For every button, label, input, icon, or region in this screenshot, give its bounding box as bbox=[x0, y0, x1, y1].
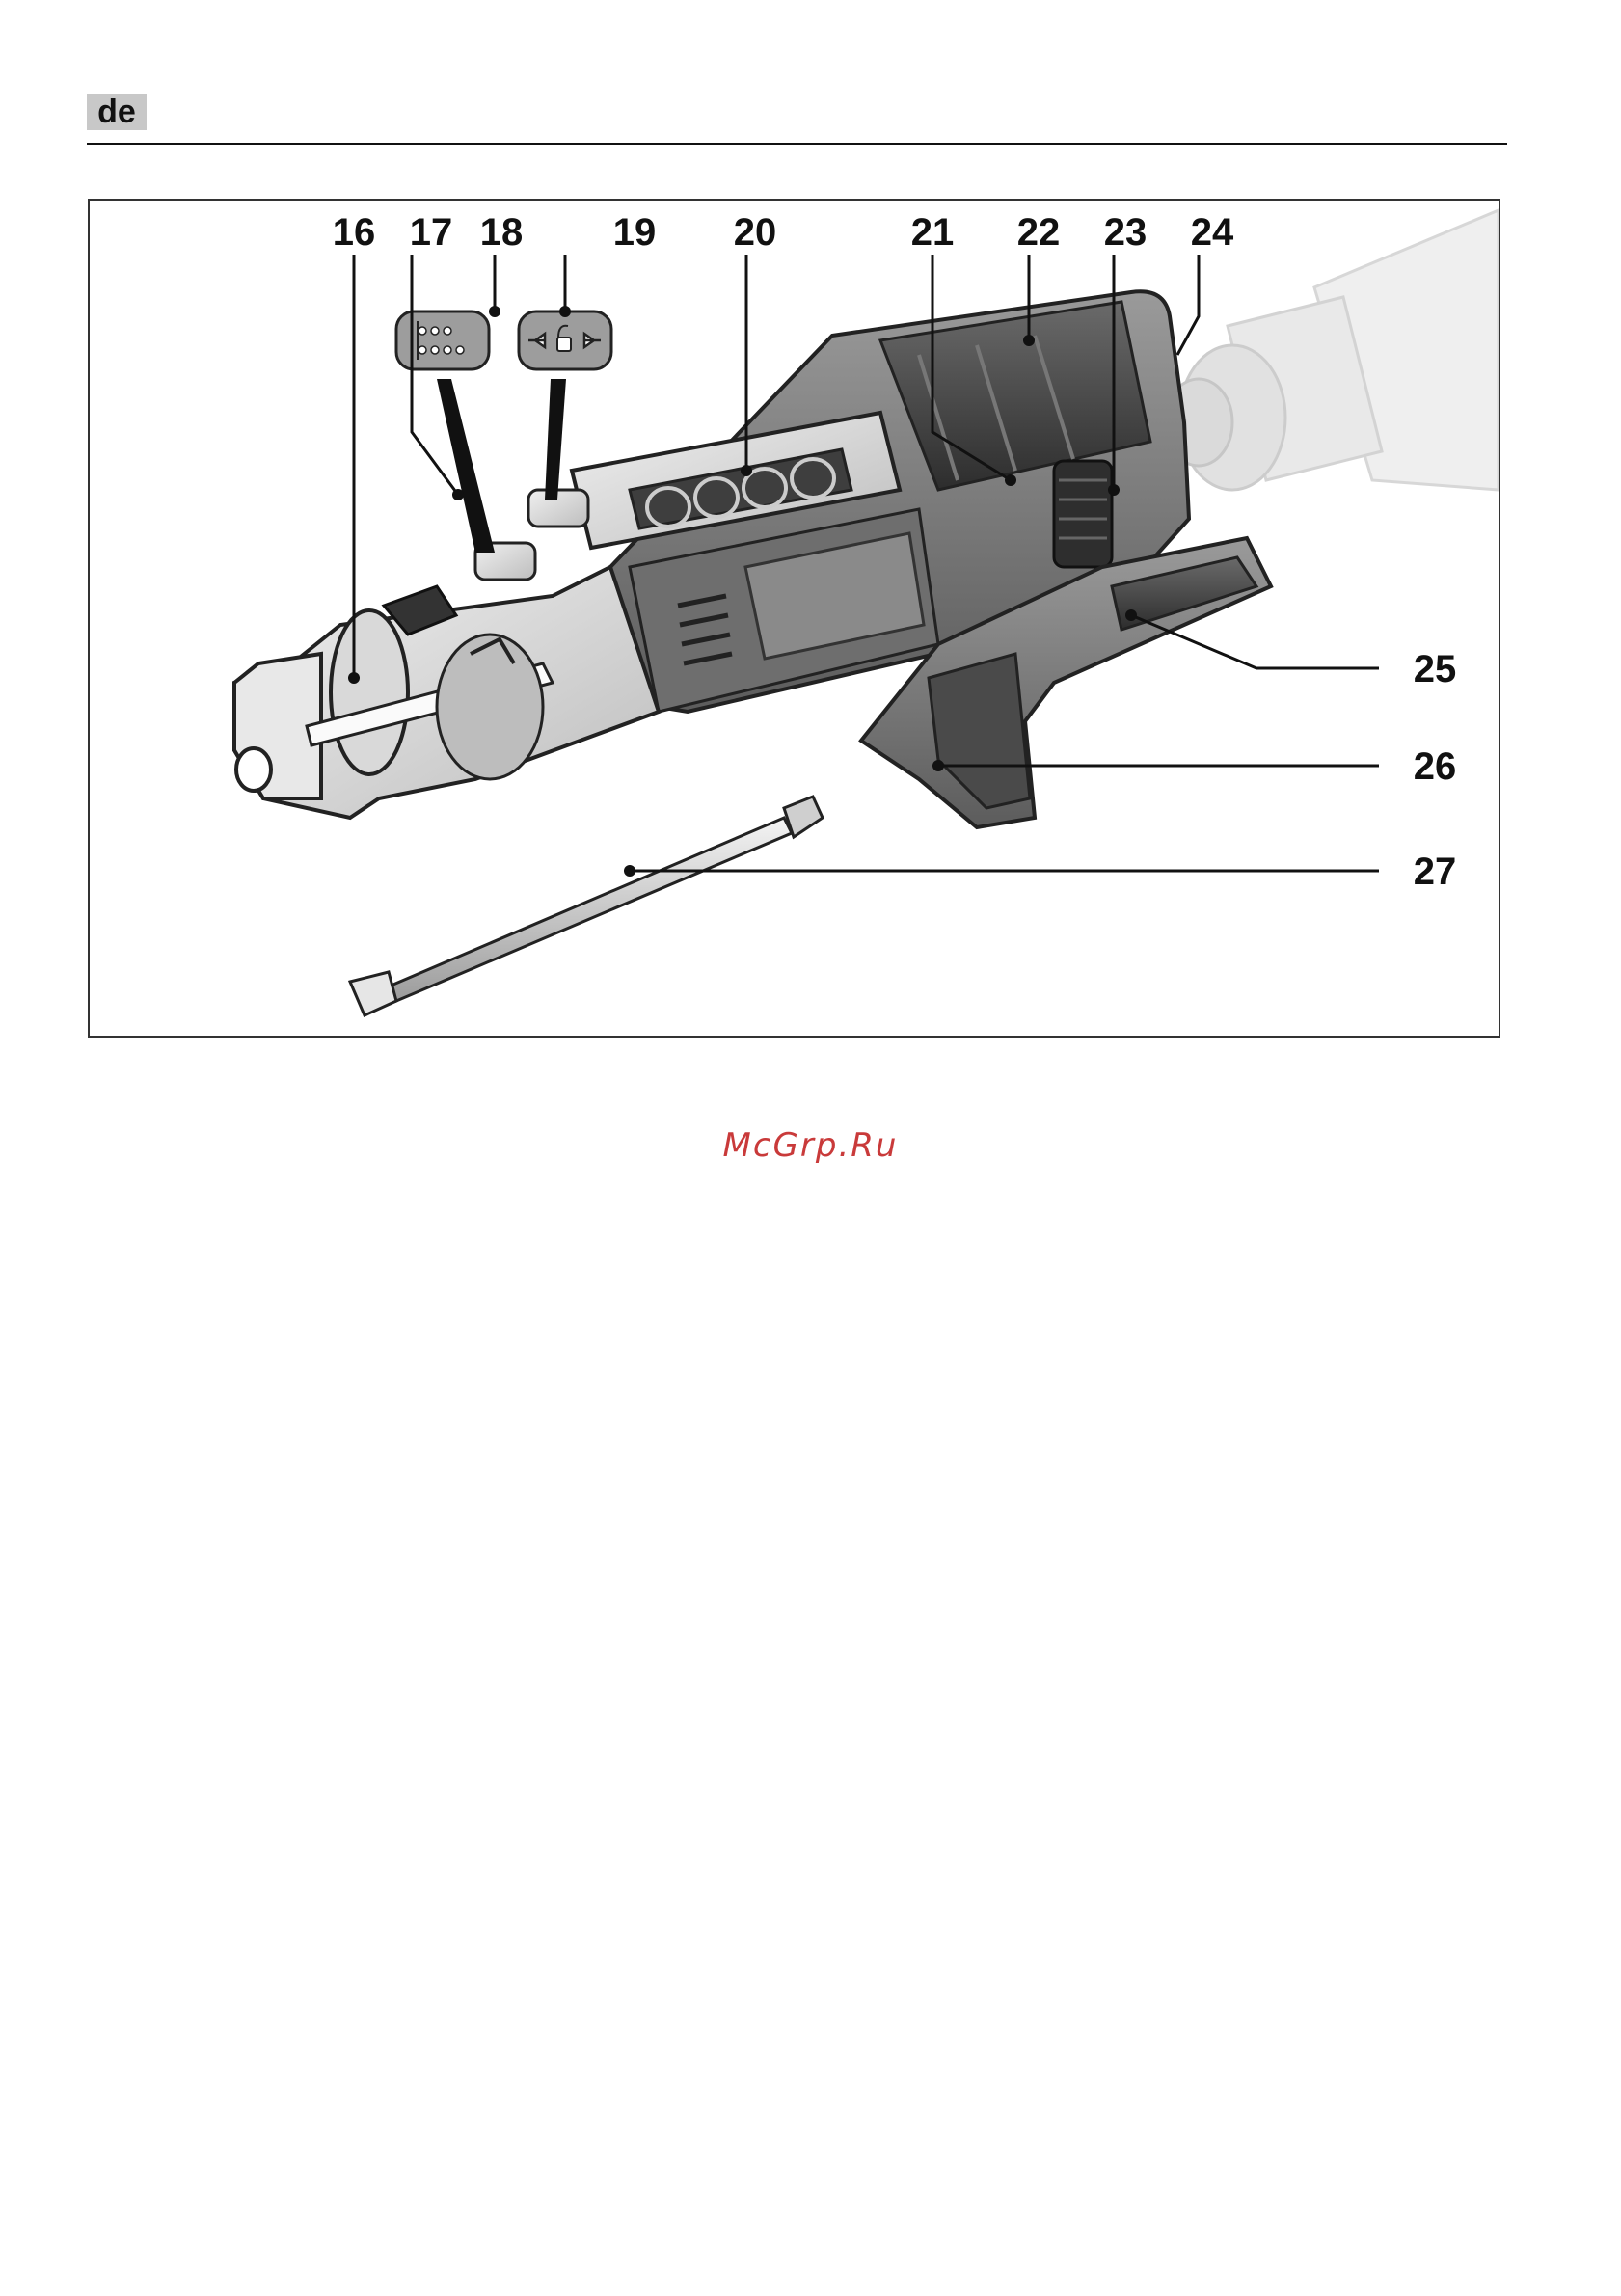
callout-27: 27 bbox=[1414, 851, 1457, 893]
callout-24: 24 bbox=[1191, 211, 1234, 254]
screwdriver-attachment-illustration: 16 17 18 19 20 21 22 23 24 25 26 27 bbox=[90, 201, 1499, 1036]
callout-18: 18 bbox=[480, 211, 524, 254]
length-lock-button bbox=[528, 490, 588, 527]
callout-25: 25 bbox=[1414, 648, 1457, 690]
callout-26: 26 bbox=[1414, 745, 1457, 788]
screwdriver-bit bbox=[350, 797, 823, 1015]
pointer-18-icon bbox=[437, 379, 495, 553]
pointer-19-icon bbox=[545, 379, 566, 500]
callout-17: 17 bbox=[410, 211, 453, 254]
figure-frame: 16 17 18 19 20 21 22 23 24 25 26 27 bbox=[88, 199, 1500, 1038]
nose-piece bbox=[234, 567, 659, 818]
callout-22: 22 bbox=[1017, 211, 1061, 254]
callout-16: 16 bbox=[333, 211, 376, 254]
unlock-slide-symbol-icon bbox=[519, 311, 611, 369]
language-tag: de bbox=[87, 94, 147, 130]
watermark-text: McGrp.Ru bbox=[0, 1126, 1621, 1165]
screw-strip-symbol-icon bbox=[396, 311, 489, 369]
header-rule bbox=[87, 143, 1507, 145]
callout-19: 19 bbox=[613, 211, 657, 254]
callout-20: 20 bbox=[734, 211, 777, 254]
callout-23: 23 bbox=[1104, 211, 1148, 254]
callout-21: 21 bbox=[911, 211, 955, 254]
